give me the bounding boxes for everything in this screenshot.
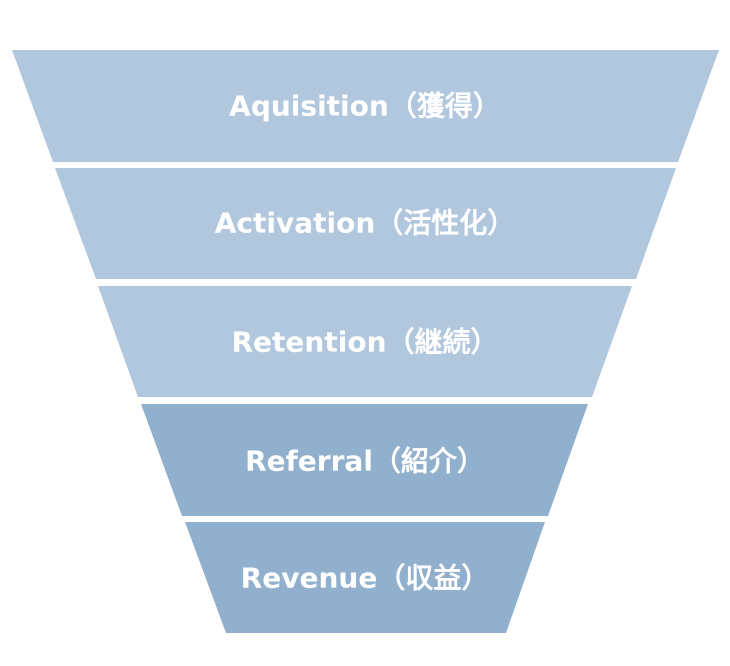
funnel-stage-acquisition: Aquisition（獲得）: [12, 50, 719, 162]
funnel-stage-referral: Referral（紹介）: [141, 404, 588, 516]
funnel-stage-acquisition-label: Aquisition（獲得）: [229, 90, 501, 123]
funnel-stage-retention-label: Retention（継続）: [231, 326, 498, 359]
funnel-stage-referral-shape: [141, 404, 588, 516]
funnel-stage-retention-shape: [98, 286, 632, 397]
funnel-stage-acquisition-shape: [12, 50, 719, 162]
funnel-stage-revenue-shape: [185, 522, 545, 633]
funnel-stage-activation: Activation（活性化）: [55, 168, 676, 279]
funnel-stage-activation-shape: [55, 168, 676, 279]
funnel-stage-revenue: Revenue（収益）: [185, 522, 545, 633]
funnel-stage-activation-label: Activation（活性化）: [215, 207, 516, 240]
funnel-stage-retention: Retention（継続）: [98, 286, 632, 397]
funnel-stage-revenue-label: Revenue（収益）: [241, 562, 490, 595]
funnel-stage-referral-label: Referral（紹介）: [245, 445, 485, 478]
